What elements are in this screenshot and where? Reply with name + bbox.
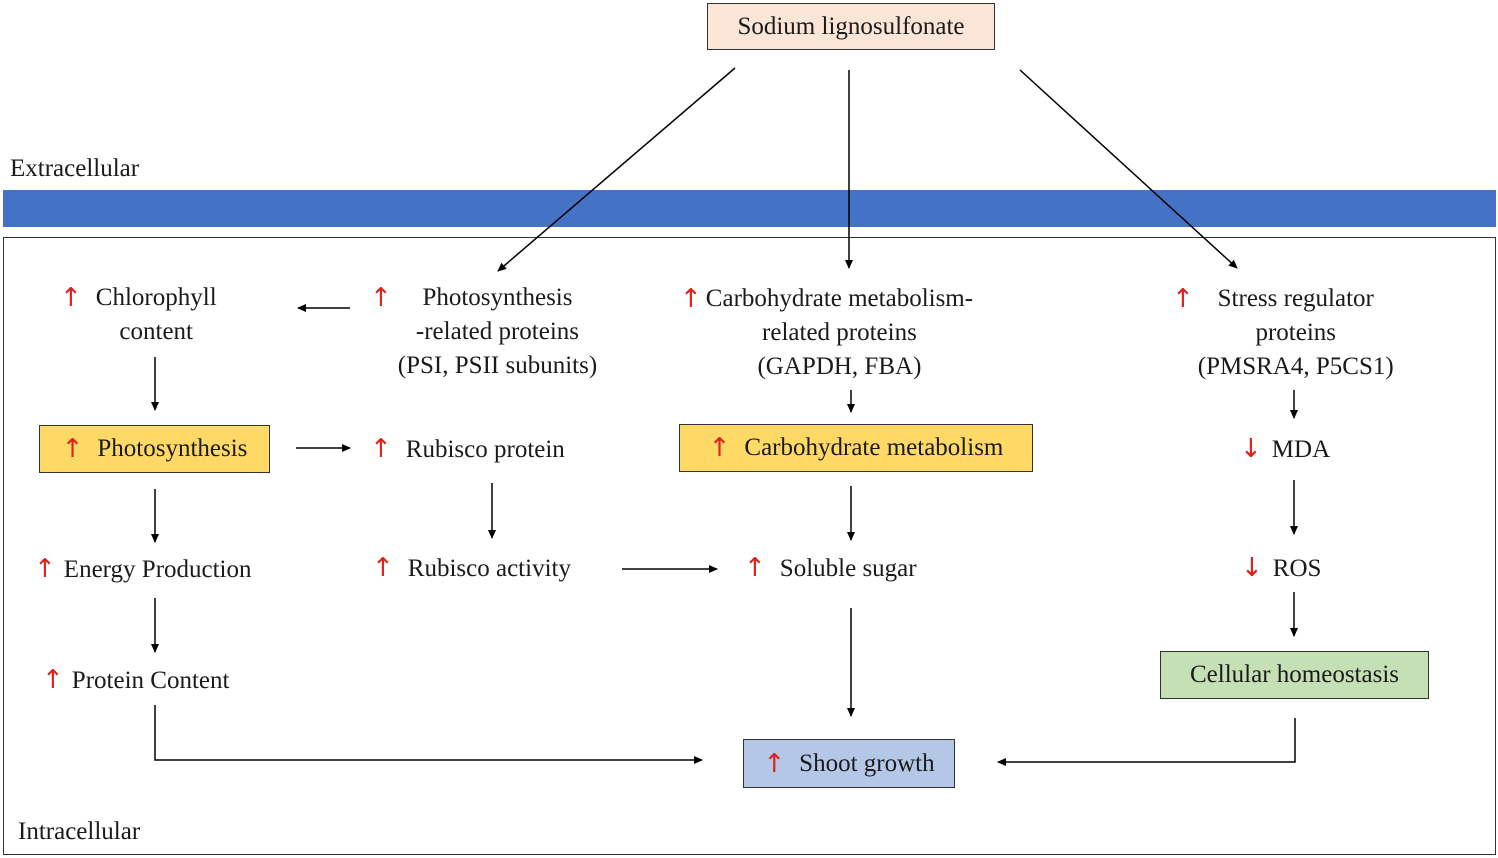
mda-label: MDA — [1271, 436, 1331, 463]
rubisco-protein-label: Rubisco protein — [405, 436, 565, 463]
photosynthesis-box: ↑ Photosynthesis — [39, 425, 270, 473]
rubisco-activity-label: Rubisco activity — [407, 555, 571, 582]
photo-proteins-line3: (PSI, PSII subunits) — [397, 352, 598, 379]
up-arrow-icon: ↑ — [1172, 284, 1194, 314]
carbohydrate-metabolism-box: ↑ Carbohydrate metabolism — [679, 424, 1033, 472]
up-arrow-icon: ↑ — [42, 665, 64, 695]
up-arrow-icon: ↑ — [370, 283, 392, 313]
ros-label: ROS — [1272, 555, 1322, 582]
arrow-homeostasis-to-shoot — [997, 718, 1296, 766]
cellular-homeostasis-box: Cellular homeostasis — [1160, 651, 1429, 699]
up-arrow-icon: ↑ — [744, 553, 766, 583]
intracellular-region — [3, 237, 1496, 855]
carb-proteins-line1: Carbohydrate metabolism- — [705, 285, 974, 312]
homeostasis-label: Cellular homeostasis — [1190, 661, 1399, 688]
cell-membrane — [3, 190, 1496, 227]
down-arrow-icon: ↓ — [1241, 553, 1263, 583]
stress-proteins-node: ↑ Stress regulator proteins (PMSRA4, P5C… — [1172, 282, 1394, 384]
up-arrow-icon: ↑ — [680, 284, 702, 314]
energy-production-node: ↑ Energy Production — [34, 552, 252, 587]
arrow-source-to-stress-proteins — [1019, 69, 1238, 269]
carb-proteins-line3: (GAPDH, FBA) — [757, 353, 922, 380]
up-arrow-icon: ↑ — [708, 433, 731, 463]
sodium-lignosulfonate-box: Sodium lignosulfonate — [707, 3, 995, 50]
up-arrow-icon: ↑ — [61, 434, 84, 464]
carbohydrate-proteins-node: ↑ Carbohydrate metabolism- related prote… — [680, 282, 973, 384]
rubisco-activity-node: ↑ Rubisco activity — [372, 551, 571, 586]
chlorophyll-line2: content — [119, 318, 194, 345]
up-arrow-icon: ↑ — [34, 554, 56, 584]
rubisco-protein-node: ↑ Rubisco protein — [370, 432, 565, 467]
extracellular-label: Extracellular — [10, 155, 140, 182]
mda-node: ↓ MDA — [1240, 432, 1330, 467]
carb-metabolism-label: Carbohydrate metabolism — [744, 434, 1004, 461]
down-arrow-icon: ↓ — [1240, 434, 1262, 464]
soluble-sugar-node: ↑ Soluble sugar — [744, 551, 917, 586]
up-arrow-icon: ↑ — [763, 748, 786, 779]
shoot-growth-box: ↑ Shoot growth — [743, 739, 955, 788]
stress-proteins-line1: Stress regulator — [1217, 285, 1374, 312]
intracellular-label: Intracellular — [18, 818, 141, 845]
up-arrow-icon: ↑ — [372, 553, 394, 583]
up-arrow-icon: ↑ — [370, 434, 392, 464]
photosynthesis-label: Photosynthesis — [97, 435, 248, 462]
carb-proteins-line2: related proteins — [762, 319, 917, 346]
stress-proteins-line2: proteins — [1255, 319, 1337, 346]
photo-proteins-line1: Photosynthesis — [422, 284, 573, 311]
chlorophyll-node: ↑ Chlorophyll content — [60, 281, 217, 349]
photosynthesis-proteins-node: ↑ Photosynthesis -related proteins (PSI,… — [370, 281, 597, 383]
up-arrow-icon: ↑ — [60, 283, 82, 313]
energy-label: Energy Production — [63, 556, 252, 583]
stress-proteins-line3: (PMSRA4, P5CS1) — [1197, 353, 1394, 380]
ros-node: ↓ ROS — [1241, 551, 1321, 586]
sodium-lignosulfonate-label: Sodium lignosulfonate — [737, 12, 965, 40]
protein-content-label: Protein Content — [71, 667, 230, 694]
arrow-source-to-photo-proteins — [497, 67, 736, 272]
chlorophyll-line1: Chlorophyll — [95, 284, 217, 311]
protein-content-node: ↑ Protein Content — [42, 663, 229, 698]
photo-proteins-line2: -related proteins — [415, 318, 580, 345]
arrow-protein-to-shoot — [154, 705, 703, 764]
soluble-sugar-label: Soluble sugar — [779, 555, 917, 582]
shoot-growth-label: Shoot growth — [799, 749, 935, 777]
